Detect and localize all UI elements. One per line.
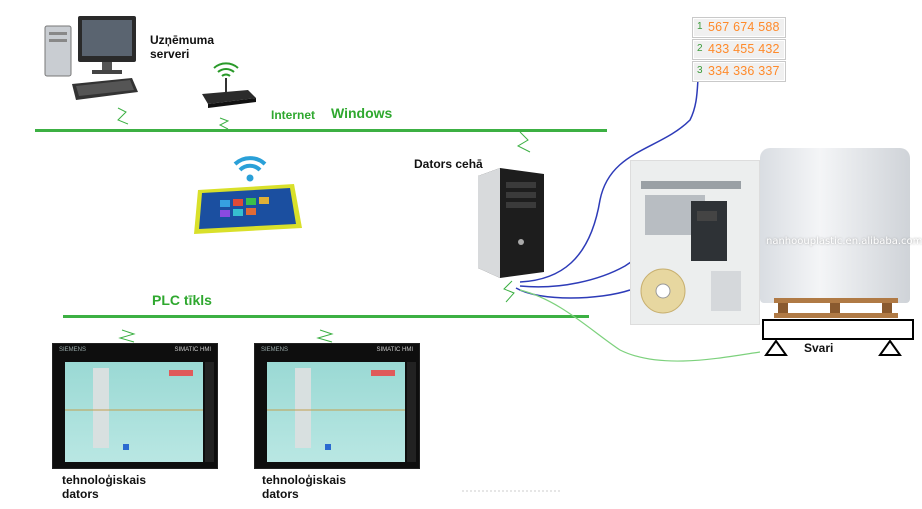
- tech-pc-1-label: tehnoloģiskais dators: [62, 473, 147, 501]
- shop-pc-label: Dators cehā: [414, 157, 483, 171]
- scale-icon: [762, 319, 914, 359]
- windows-network-line: [35, 129, 607, 132]
- counter-value: 567 674 588: [708, 20, 780, 34]
- pc-plc-link: [503, 280, 515, 303]
- plc-network-label: PLC tīkls: [152, 292, 212, 308]
- hmi-model: SIMATIC HMI: [174, 347, 211, 353]
- wifi-router-icon: [198, 60, 258, 115]
- cable-to-counter: [519, 63, 701, 283]
- hmi-brand: SIEMENS: [59, 347, 87, 353]
- router-link: [218, 117, 230, 130]
- hmi-keys: [407, 362, 416, 462]
- tech-pc-2-label: tehnoloģiskais dators: [262, 473, 347, 501]
- desktop-server-icon: [42, 12, 142, 107]
- pc-windows-link: [516, 131, 531, 153]
- hmi-screen-1: SIEMENS SIMATIC HMI: [52, 343, 218, 469]
- pallet: [774, 298, 898, 320]
- hmi1-link: [118, 329, 136, 343]
- counter-value: 334 336 337: [708, 64, 780, 78]
- cable-to-printer-2: [515, 287, 631, 299]
- hmi-model: SIMATIC HMI: [376, 347, 413, 353]
- server-link: [117, 107, 129, 125]
- watermark: nanhoouplastic.en.alibaba.com: [766, 236, 922, 247]
- hmi-screen-2: SIEMENS SIMATIC HMI: [254, 343, 420, 469]
- counter-row-2: 2 433 455 432: [692, 39, 786, 60]
- hmi-keys: [205, 362, 214, 462]
- servers-label: Uzņēmuma serveri: [150, 33, 215, 61]
- hmi-display: [65, 362, 203, 462]
- counter-row-3: 3 334 336 337: [692, 61, 786, 82]
- scales-label: Svari: [804, 341, 834, 355]
- counter-index: 1: [697, 21, 703, 32]
- counter-value: 433 455 432: [708, 42, 780, 56]
- hmi-brand: SIEMENS: [261, 347, 289, 353]
- cable-to-scales: [519, 289, 761, 362]
- internet-label: Internet: [271, 108, 316, 122]
- windows-label: Windows: [331, 105, 393, 121]
- tablet-icon: [190, 150, 310, 240]
- bulk-bag-icon: [760, 148, 910, 303]
- hmi2-link: [316, 329, 334, 343]
- counter-index: 3: [697, 65, 703, 76]
- counter-row-1: 1 567 674 588: [692, 17, 786, 38]
- tower-pc-icon: [474, 168, 546, 278]
- plc-network-line: [63, 315, 589, 318]
- counter-index: 2: [697, 43, 703, 54]
- hmi-display: [267, 362, 405, 462]
- label-printer-icon: [630, 160, 760, 325]
